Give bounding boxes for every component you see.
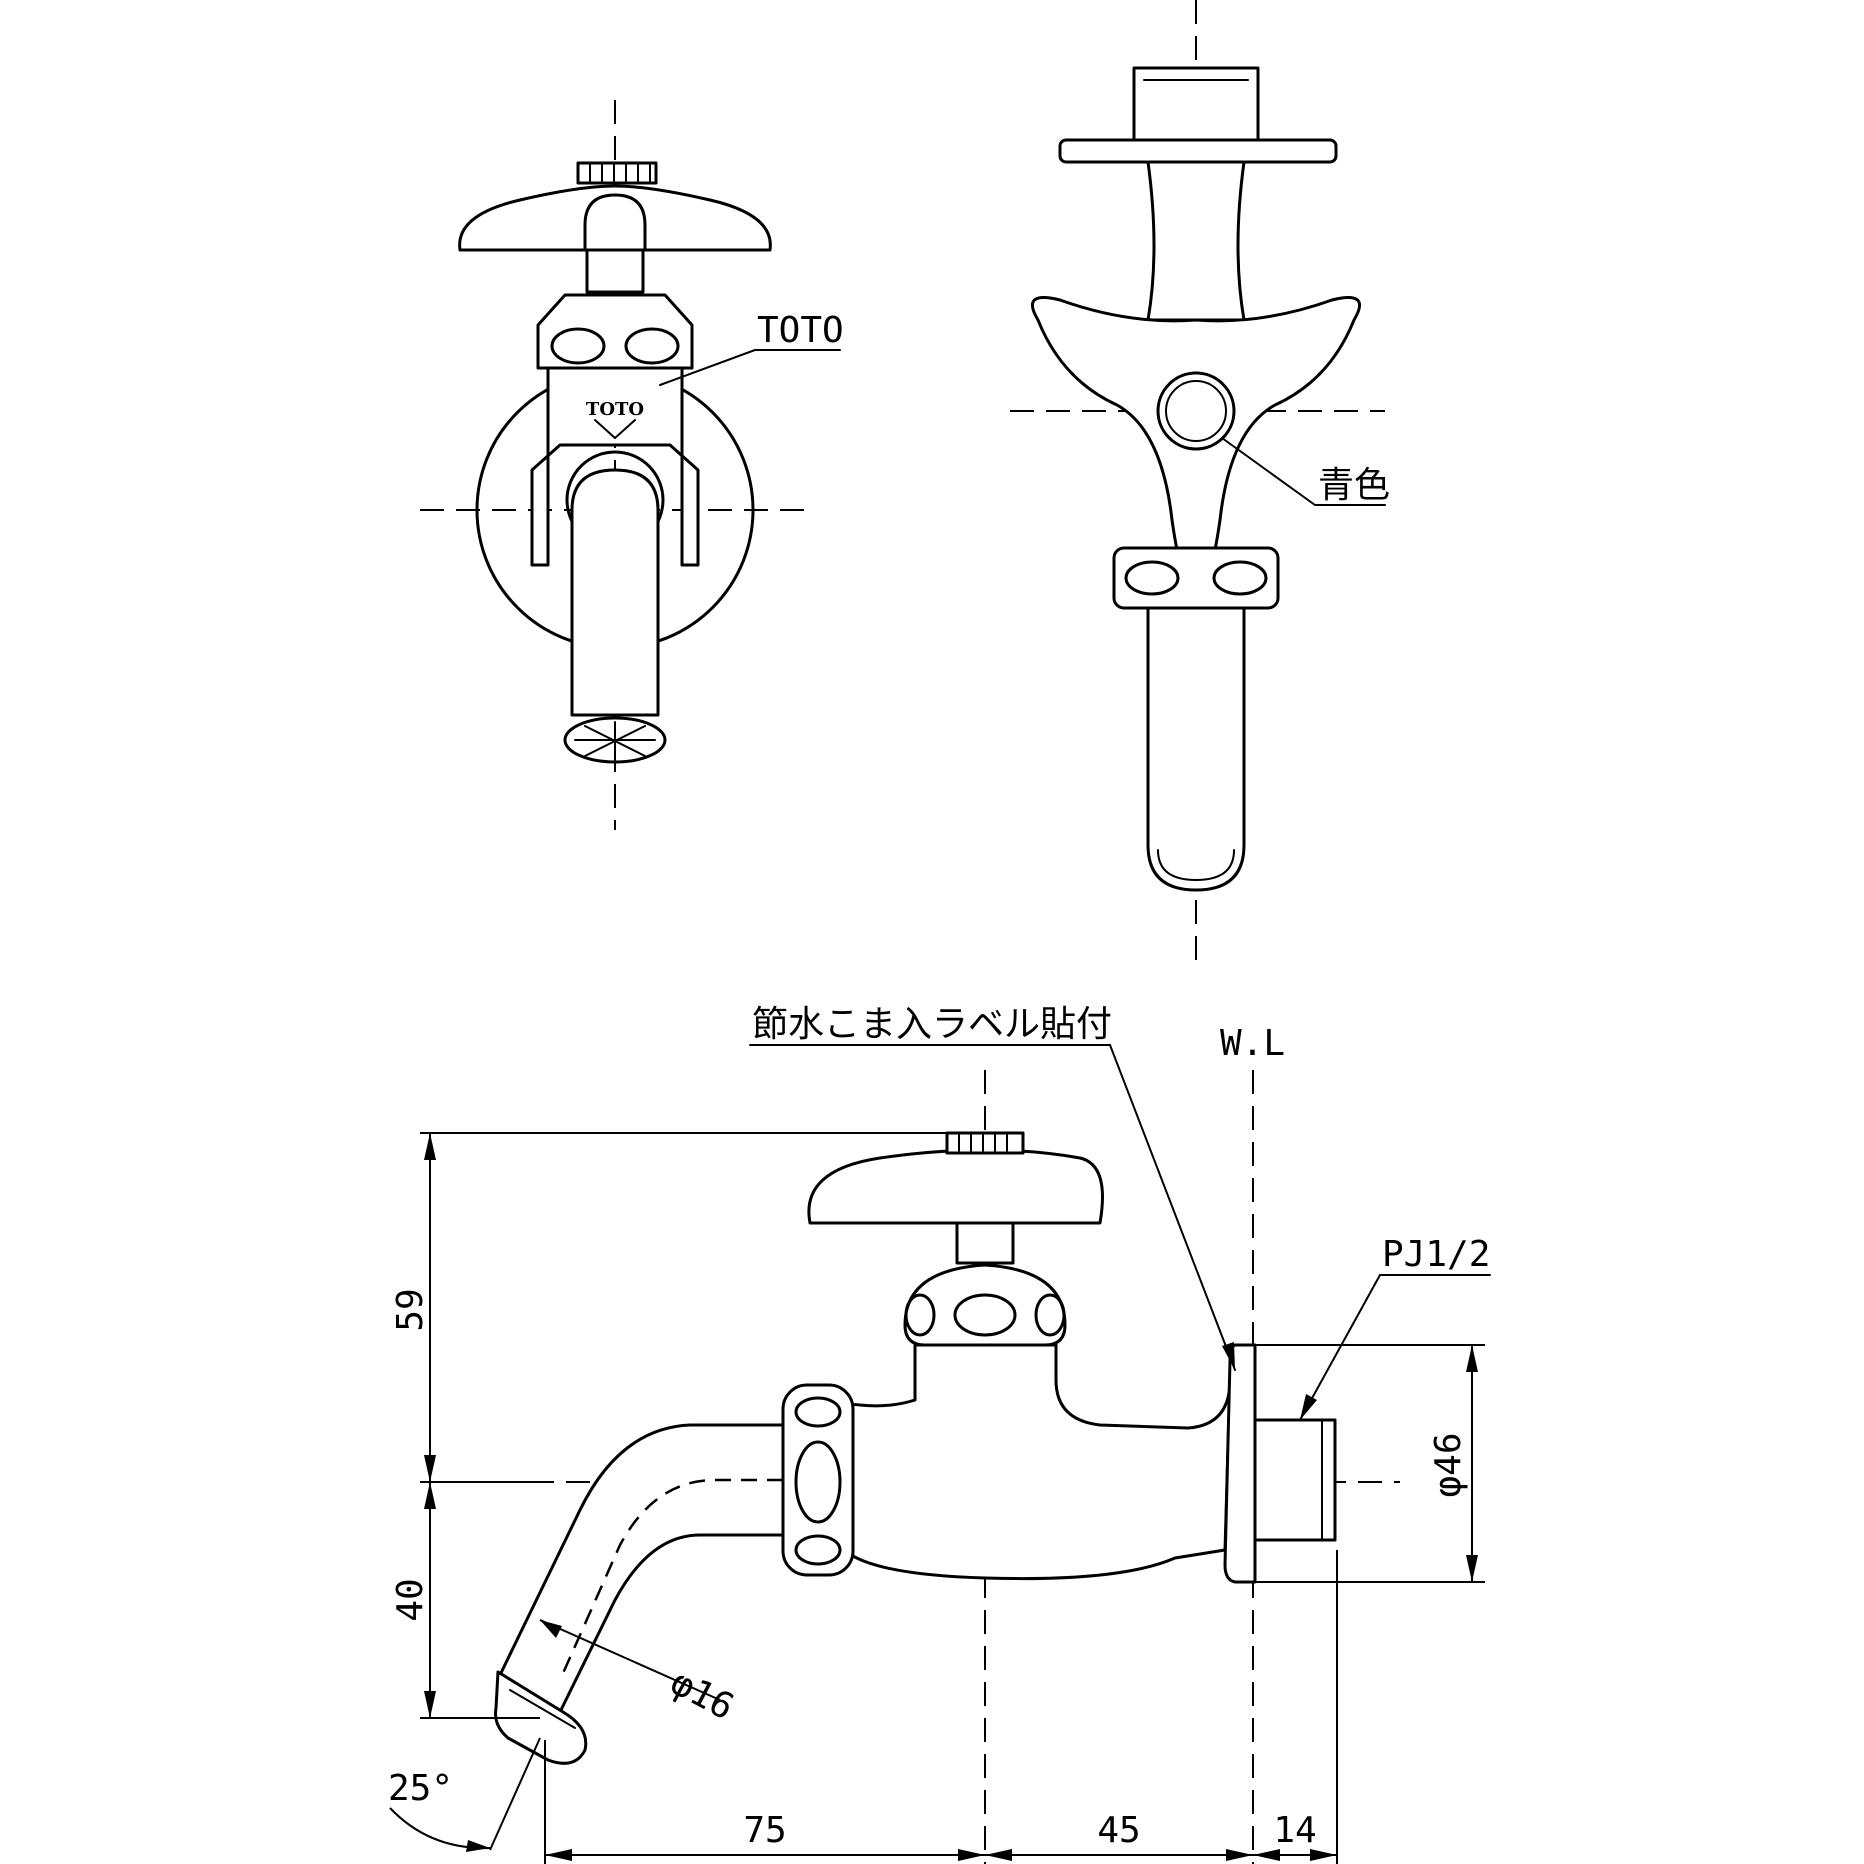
dimension-width-flange-value: 14 bbox=[1273, 1810, 1316, 1851]
side-view-spout bbox=[1146, 606, 1246, 892]
side-view-blue-indicator bbox=[1156, 371, 1236, 451]
dimension-height-below: 40 bbox=[390, 1578, 431, 1621]
dimension-width-spout: 75 bbox=[743, 1810, 786, 1851]
elevation-union-nut bbox=[781, 1383, 855, 1577]
front-view-logo: TOTO bbox=[586, 399, 644, 420]
dimension-width-body: 45 bbox=[1097, 1810, 1140, 1851]
color-callout: 青色 bbox=[1318, 465, 1390, 506]
wall-line-label: W.L bbox=[1220, 1023, 1285, 1064]
side-view-body bbox=[1146, 160, 1246, 322]
front-view-hex-nut bbox=[536, 293, 694, 370]
elevation-spindle bbox=[955, 1221, 1015, 1265]
label-note-leader bbox=[1109, 1044, 1236, 1371]
elevation-body bbox=[844, 1343, 1232, 1581]
dimension-flange-diameter: φ46 bbox=[1428, 1432, 1469, 1497]
front-view-spout bbox=[570, 468, 660, 717]
color-callout-leader bbox=[1221, 437, 1316, 506]
front-view-nut-hole-right bbox=[624, 327, 680, 365]
elevation-wall-flange bbox=[1223, 1343, 1257, 1584]
dimension-angle: 25° bbox=[388, 1768, 453, 1809]
brand-callout: TOTO bbox=[757, 310, 844, 351]
side-view-thread bbox=[1132, 66, 1260, 142]
elevation-handle-screw bbox=[945, 1131, 1025, 1155]
front-view-handle bbox=[458, 184, 772, 252]
elevation-spout bbox=[498, 1423, 785, 1714]
front-view-spindle bbox=[585, 248, 645, 294]
brand-callout-leader bbox=[659, 349, 756, 386]
elevation-hex-nut bbox=[903, 1263, 1067, 1347]
dimension-height-above: 59 bbox=[390, 1288, 431, 1331]
side-view-flange bbox=[1058, 138, 1338, 164]
side-view: 青色 bbox=[1010, 0, 1390, 960]
front-view-body bbox=[530, 366, 700, 567]
elevation-handle bbox=[807, 1148, 1104, 1225]
side-view-handle bbox=[1031, 296, 1361, 597]
front-view-spindle-top bbox=[583, 193, 647, 252]
thread-callout: PJ1/2 bbox=[1382, 1234, 1490, 1275]
label-note: 節水こま入ラベル貼付 bbox=[752, 1004, 1112, 1045]
front-view: TOTO TOTO bbox=[420, 100, 844, 830]
side-view-nut bbox=[1112, 546, 1280, 610]
front-view-nut-hole-left bbox=[550, 327, 606, 365]
front-view-handle-screw bbox=[576, 161, 658, 185]
elevation-view: 59 40 φ46 φ16 75 45 14 25° bbox=[388, 1004, 1491, 1864]
thread-callout-leader bbox=[1299, 1274, 1381, 1421]
dimension-pipe-diameter: φ16 bbox=[664, 1662, 741, 1729]
